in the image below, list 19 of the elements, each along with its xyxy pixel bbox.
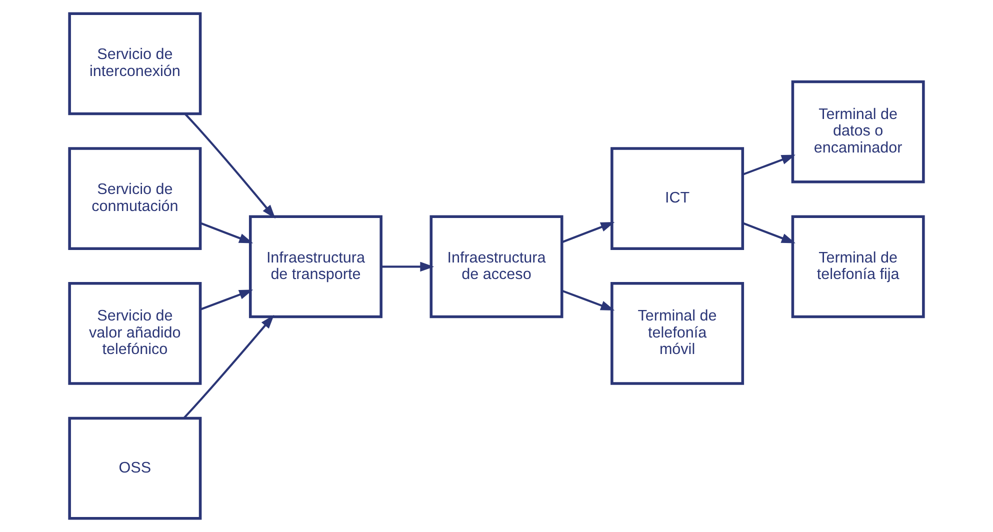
arrow (562, 290, 615, 310)
node-box: ICT (610, 147, 744, 250)
arrow (200, 290, 254, 310)
node-box: Servicio de interconexión (68, 12, 202, 116)
node-box: Terminal de datos o encaminador (791, 80, 925, 184)
arrow (183, 314, 274, 419)
node-box: Terminal de telefonía móvil (610, 282, 744, 385)
arrow (381, 262, 434, 272)
arrow (562, 222, 615, 244)
arrow (184, 113, 276, 219)
node-box: Infraestructura de acceso (430, 215, 564, 318)
node-box: Terminal de telefonía fija (791, 215, 925, 318)
arrow (742, 154, 796, 176)
node-box: Infraestructura de transporte (248, 215, 382, 318)
arrow (200, 222, 254, 244)
arrow (742, 222, 796, 244)
node-box: OSS (68, 416, 202, 520)
node-box: Servicio de conmutación (68, 147, 202, 250)
node-box: Servicio de valor añadido telefónico (68, 282, 202, 385)
